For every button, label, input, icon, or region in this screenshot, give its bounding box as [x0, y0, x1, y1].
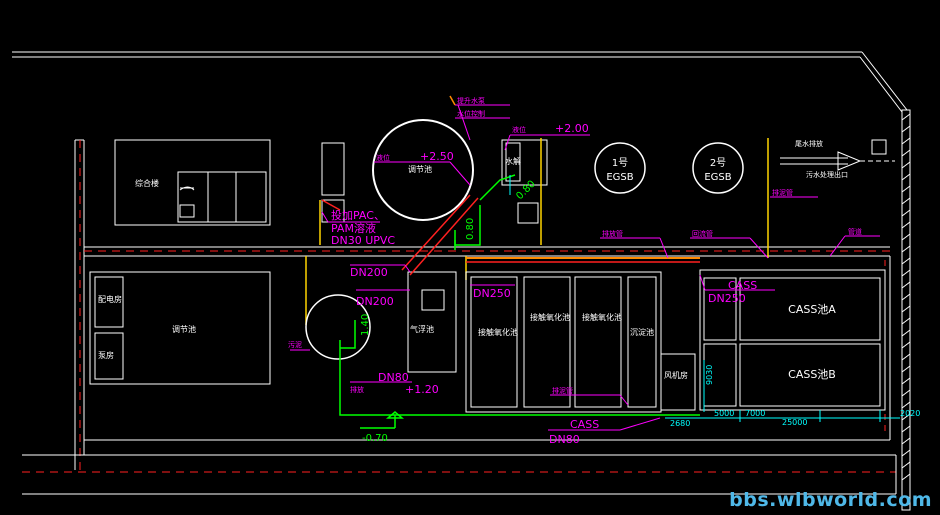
level-250: +2.50 [420, 150, 454, 163]
svg-text:排泥管: 排泥管 [552, 386, 573, 395]
svg-text:水位控制: 水位控制 [457, 109, 485, 118]
svg-text:水解: 水解 [505, 156, 521, 166]
egsb-2-line1: 2号 [710, 157, 726, 169]
cass-label: CASS [728, 279, 757, 292]
dim-080-b: 0.80 [514, 179, 538, 203]
dim-140: 1.40 [360, 314, 371, 336]
dn250-cass: DN250 [708, 292, 746, 305]
svg-text:尾水排放: 尾水排放 [795, 139, 823, 148]
magenta-small-notes: 提升水泵 水位控制 液位 液位 排放管 回流管 排泥管 管道 污泥 排放 排泥管 [288, 96, 862, 395]
svg-text:接触氧化池: 接触氧化池 [582, 312, 622, 322]
svg-text:排泥管: 排泥管 [772, 188, 793, 197]
dim-2680: 2680 [670, 419, 690, 428]
dn200-a: DN200 [350, 266, 388, 279]
small-tank-circle [305, 294, 371, 360]
outlet-note: 尾水排放 污水处理出口 [795, 139, 848, 179]
dimension-text: 2680 5000 7000 25000 2020 9030 [670, 365, 920, 428]
egsb-1-label: 1号 EGSB [606, 157, 633, 183]
svg-text:沉淀池: 沉淀池 [630, 327, 654, 337]
svg-text:液位: 液位 [376, 153, 390, 162]
magenta-annotations [290, 104, 880, 431]
dn30-upvc: DN30 UPVC [331, 234, 395, 247]
level-200: +2.00 [555, 122, 589, 135]
dn80-cass: DN80 [549, 433, 580, 446]
outlet-arrow [780, 139, 895, 171]
egsb-2-circle [692, 142, 744, 194]
dim-7000: 7000 [745, 409, 765, 418]
svg-text:液位: 液位 [512, 125, 526, 134]
building-lower-left [89, 271, 271, 385]
building-upper-left [114, 139, 271, 226]
egsb-2-label: 2号 EGSB [704, 157, 731, 183]
road [22, 139, 897, 495]
egsb-1-line1: 1号 [612, 157, 628, 169]
dn200-b: DN200 [356, 295, 394, 308]
dn250-mid: DN250 [473, 287, 511, 300]
svg-text:回流管: 回流管 [692, 229, 713, 238]
svg-text:泵房: 泵房 [98, 350, 114, 360]
svg-text:接触氧化池: 接触氧化池 [530, 312, 570, 322]
dimensions [509, 175, 900, 422]
svg-text:管道: 管道 [848, 227, 862, 236]
dim-9030: 9030 [705, 365, 714, 385]
svg-text:气浮池: 气浮池 [410, 324, 434, 334]
svg-text:污泥: 污泥 [288, 341, 302, 349]
level-070: -0.70 [362, 433, 388, 444]
dim-25000: 25000 [782, 418, 807, 427]
dim-080-a: 0.80 [465, 218, 476, 240]
egsb-1-circle [594, 142, 646, 194]
pump-room [501, 139, 548, 224]
boundary-wall [12, 51, 911, 511]
svg-text:提升水泵: 提升水泵 [457, 96, 485, 105]
svg-text:排放: 排放 [350, 385, 364, 394]
tank-labels: 综合楼 配电房 泵房 调节池 调节池 水解 气浮池 沉淀池 风机房 接触氧化池 … [98, 156, 688, 380]
svg-text:接触氧化池: 接触氧化池 [478, 327, 518, 337]
dn80-left: DN80 [378, 371, 409, 384]
svg-text:排放管: 排放管 [602, 229, 623, 238]
red-pipes [321, 194, 700, 276]
buildings-middle [407, 271, 696, 413]
svg-text:调节池: 调节池 [172, 324, 196, 334]
regulating-tank-circle [372, 119, 474, 221]
watermark: bbs.wlbworld.com [729, 489, 932, 511]
pac-note: 投加PAC、 [331, 208, 385, 222]
cass-label-lower: CASS [570, 418, 599, 431]
yellow-pipes [305, 138, 769, 325]
cass-b-label: CASS池B [788, 368, 836, 381]
cass-a-label: CASS池A [788, 303, 836, 316]
svg-text:配电房: 配电房 [98, 294, 122, 304]
egsb-1-line2: EGSB [606, 172, 633, 183]
magenta-text: 投加PAC、 PAM溶液 DN30 UPVC DN200 DN200 DN250… [331, 122, 757, 446]
note-leader [449, 95, 456, 106]
svg-text:风机房: 风机房 [664, 370, 688, 380]
pam-note: PAM溶液 [331, 221, 376, 235]
level-120: +1.20 [405, 383, 439, 396]
dim-5000: 5000 [714, 409, 734, 418]
egsb-2-line2: EGSB [704, 172, 731, 183]
dim-2020: 2020 [900, 409, 920, 418]
svg-text:调节池: 调节池 [408, 164, 432, 174]
svg-text:污水处理出口: 污水处理出口 [806, 170, 848, 179]
green-pipes [339, 174, 700, 429]
svg-text:综合楼: 综合楼 [135, 178, 159, 188]
